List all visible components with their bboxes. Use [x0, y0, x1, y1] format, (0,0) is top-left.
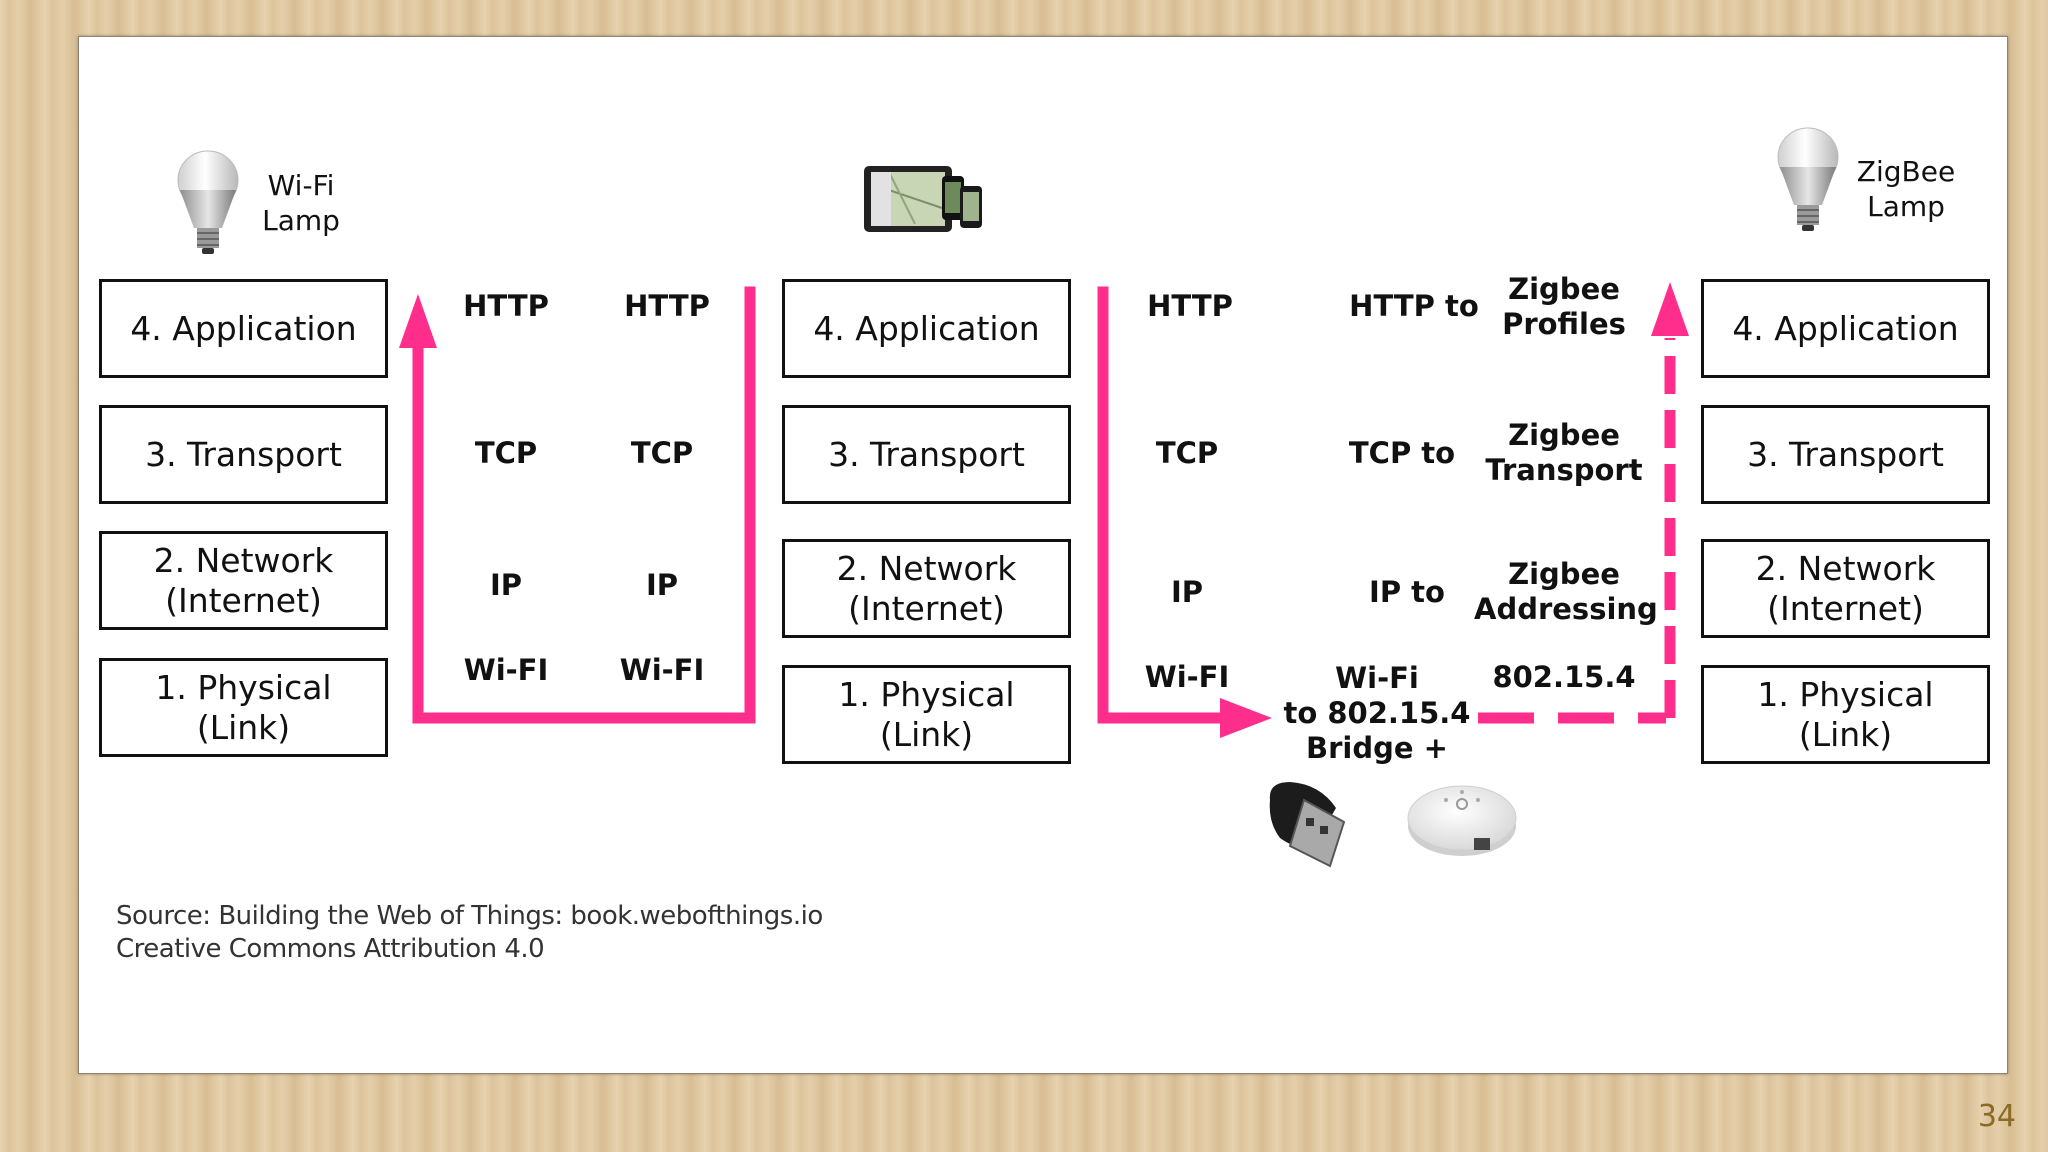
right-layer-transport: 3. Transport — [1701, 405, 1990, 504]
bridge-col1-http: HTTP — [1147, 289, 1233, 323]
right-layer-application: 4. Application — [1701, 279, 1990, 378]
bridge-path-arrowhead — [1220, 698, 1272, 738]
wifi-col2-wifi: Wi-FI — [619, 653, 705, 687]
zigbee-dashed-arrowhead — [1651, 282, 1689, 336]
bridge-col1-wifi: Wi-FI — [1144, 660, 1230, 694]
middle-layer-transport: 3. Transport — [782, 405, 1071, 504]
zigbee-profiles: Zigbee Profiles — [1502, 272, 1626, 341]
zigbee-addressing: Zigbee Addressing — [1474, 557, 1658, 626]
bridge-col1-ip: IP — [1170, 575, 1204, 609]
wifi-col1-http: HTTP — [463, 289, 549, 323]
wifi-path-arrow — [412, 286, 756, 724]
middle-layer-application: 4. Application — [782, 279, 1071, 378]
wifi-col2-ip: IP — [645, 568, 679, 602]
right-layer-network: 2. Network (Internet) — [1701, 539, 1990, 638]
bridge-col2-tcp-to: TCP to — [1348, 436, 1456, 470]
hub-icon — [1407, 785, 1517, 856]
left-layer-physical: 1. Physical (Link) — [99, 658, 388, 757]
wifi-lamp-icon — [177, 150, 239, 254]
wifi-col1-wifi: Wi-FI — [463, 653, 549, 687]
source-note: Source: Building the Web of Things: book… — [116, 901, 823, 964]
bridge-col2-bridge: Wi-Fi to 802.15.4 Bridge + — [1283, 661, 1471, 765]
zigbee-transport: Zigbee Transport — [1485, 418, 1643, 487]
zigbee-lamp-icon — [1777, 127, 1839, 231]
left-layer-transport: 3. Transport — [99, 405, 388, 504]
wifi-path-arrowhead — [399, 294, 437, 348]
middle-layer-physical: 1. Physical (Link) — [782, 665, 1071, 764]
bridge-col2-ip-to: IP to — [1369, 575, 1445, 609]
usb-dongle-icon — [1269, 782, 1346, 868]
page-number: 34 — [1977, 1099, 2016, 1134]
left-layer-application: 4. Application — [99, 279, 388, 378]
tablet-phone-icon — [864, 166, 982, 232]
bridge-col1-tcp: TCP — [1155, 436, 1219, 470]
left-layer-network: 2. Network (Internet) — [99, 531, 388, 630]
zigbee-lamp-label: ZigBee Lamp — [1856, 155, 1956, 223]
zigbee-802154: 802.15.4 — [1492, 660, 1636, 694]
bridge-col2-http-to: HTTP to — [1349, 289, 1479, 323]
middle-layer-network: 2. Network (Internet) — [782, 539, 1071, 638]
wifi-col2-http: HTTP — [624, 289, 710, 323]
right-layer-physical: 1. Physical (Link) — [1701, 665, 1990, 764]
wifi-lamp-label: Wi-Fi Lamp — [262, 169, 340, 237]
wifi-col1-tcp: TCP — [474, 436, 538, 470]
wifi-col1-ip: IP — [489, 568, 523, 602]
wifi-col2-tcp: TCP — [630, 436, 694, 470]
zigbee-dashed-arrow — [1478, 338, 1676, 724]
bridge-path-arrow — [1097, 286, 1228, 724]
